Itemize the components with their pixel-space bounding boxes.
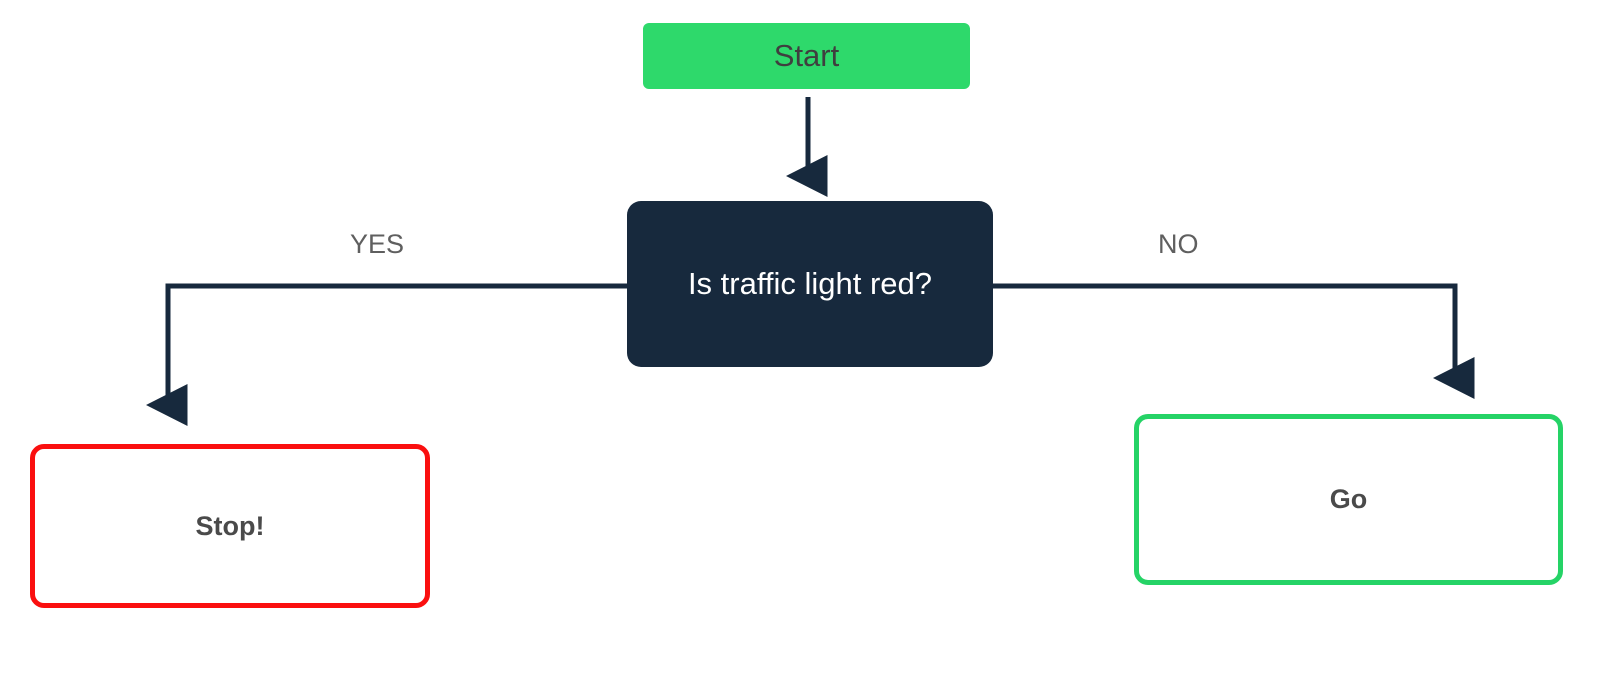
node-stop[interactable]: Stop! [30, 444, 430, 608]
edge-decision-to-go [993, 283, 1475, 399]
edge-label-yes: YES [350, 229, 405, 259]
node-go[interactable]: Go [1134, 414, 1563, 585]
node-start[interactable]: Start [643, 23, 970, 89]
node-decision-is-traffic-light-red[interactable]: Is traffic light red? [627, 201, 993, 367]
edge-decision-to-stop [145, 283, 627, 426]
edge-label-no: NO [1158, 229, 1199, 259]
